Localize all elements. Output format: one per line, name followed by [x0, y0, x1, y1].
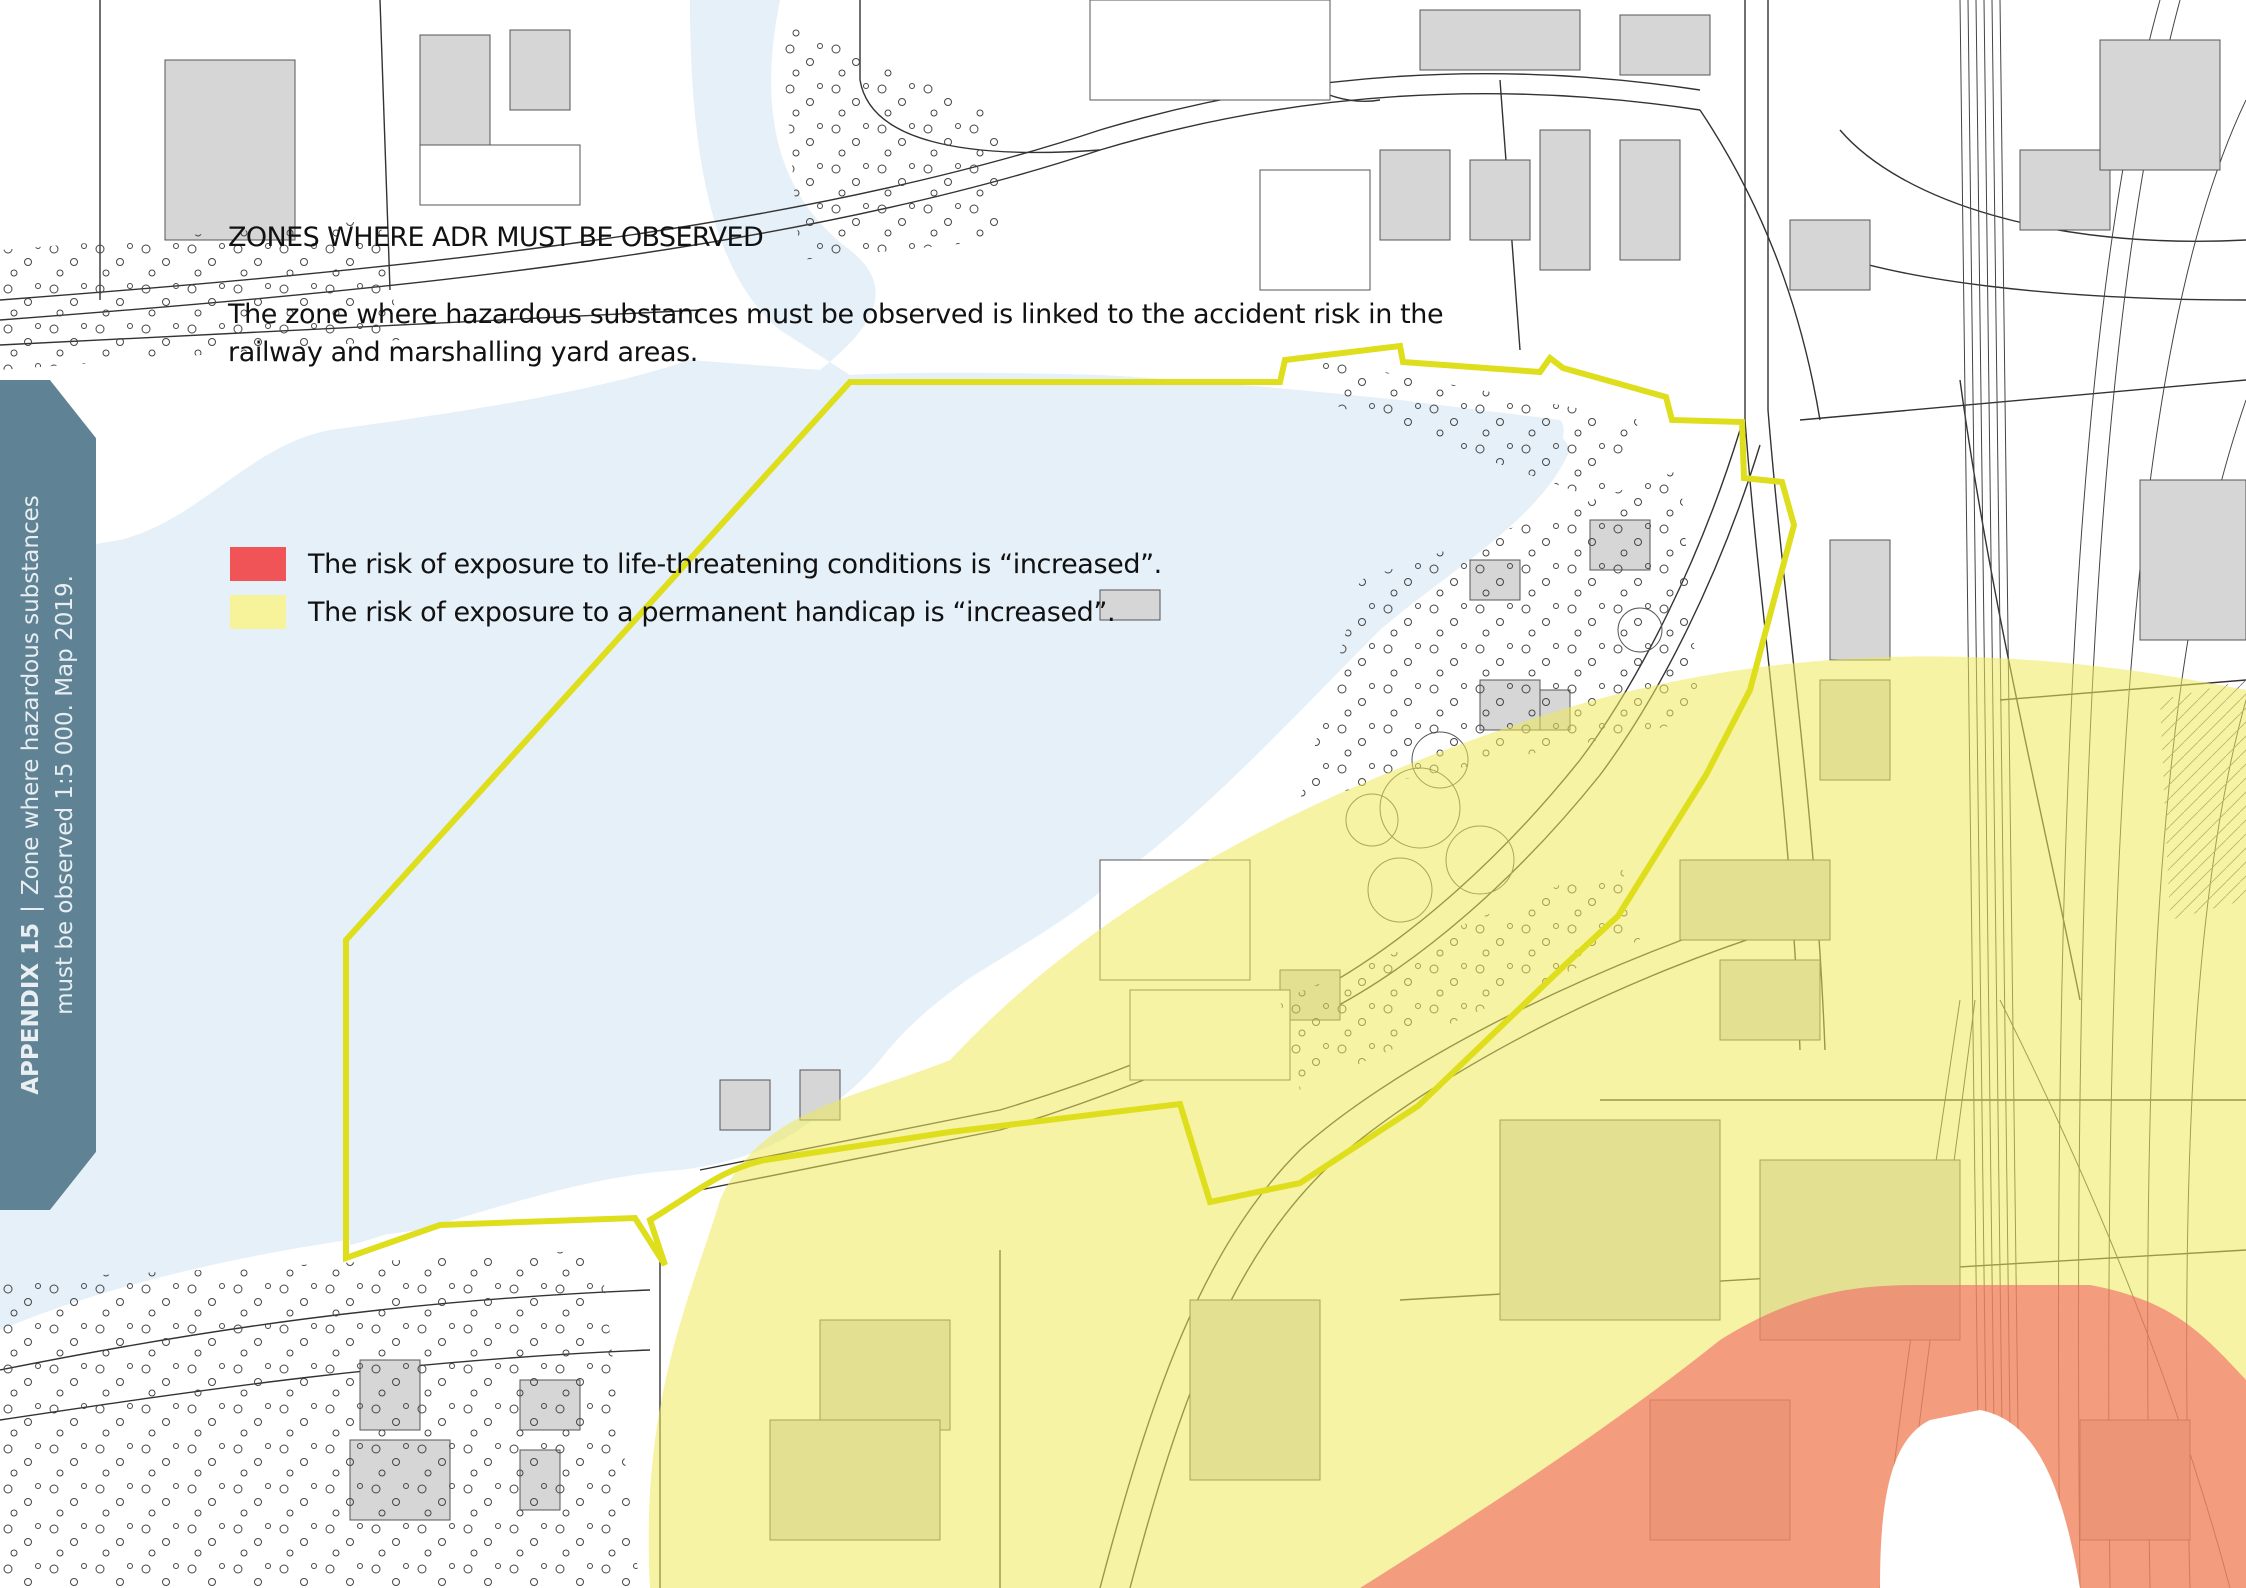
red-swatch — [230, 547, 286, 581]
appendix-side-tab — [0, 380, 96, 1210]
map-description: The zone where hazardous substances must… — [228, 299, 1444, 368]
legend-item-red: The risk of exposure to life-threatening… — [230, 540, 1162, 588]
legend: The risk of exposure to life-threatening… — [230, 540, 1162, 636]
inner-white-area — [1880, 1410, 2080, 1588]
appendix-caption: APPENDIX 15 | Zone where hazardous substan… — [14, 495, 82, 1095]
adr-boundary — [343, 342, 1798, 1267]
yellow-swatch — [230, 595, 286, 629]
appendix-number: APPENDIX 15 — [18, 922, 44, 1095]
map-title: ZONES WHERE ADR MUST BE OBSERVED — [228, 222, 764, 253]
legend-label: The risk of exposure to a permanent hand… — [308, 596, 1116, 628]
appendix-separator: | — [18, 905, 44, 913]
appendix-caption-line1: Zone where hazardous substances — [18, 495, 44, 896]
legend-label: The risk of exposure to life-threatening… — [308, 548, 1162, 580]
legend-item-yellow: The risk of exposure to a permanent hand… — [230, 588, 1162, 636]
appendix-caption-line2: must be observed 1:5 000. Map 2019. — [52, 575, 78, 1015]
